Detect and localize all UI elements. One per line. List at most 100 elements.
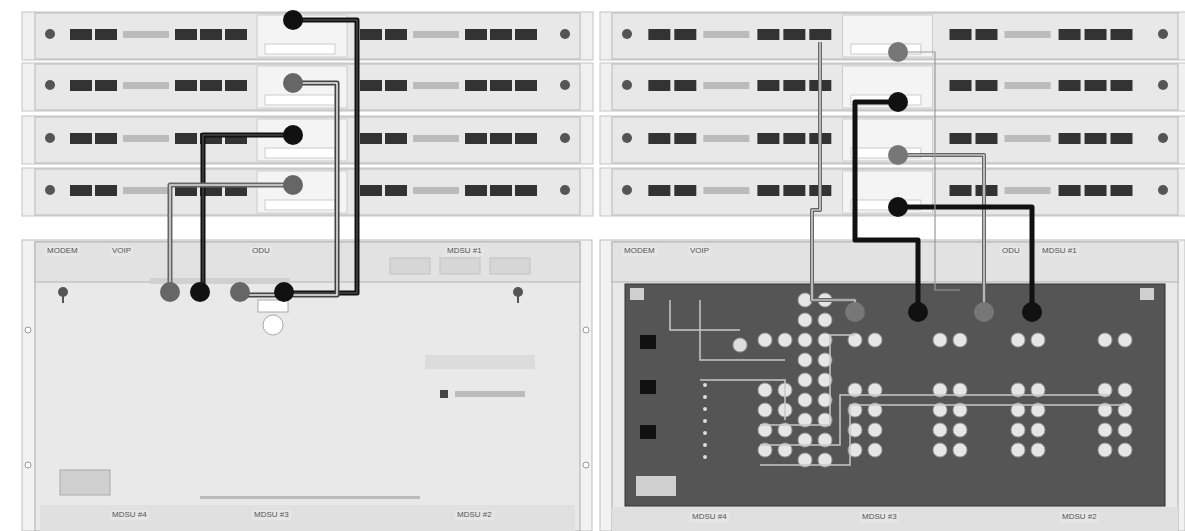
port: [1059, 133, 1081, 144]
slot: [1005, 31, 1051, 38]
bnc: [868, 333, 882, 347]
port: [385, 185, 407, 196]
port: [950, 29, 972, 40]
port: [360, 133, 382, 144]
panel-label: MDSU #4: [690, 512, 729, 522]
slot: [703, 187, 749, 194]
port: [70, 29, 92, 40]
port: [465, 29, 487, 40]
port: [515, 185, 537, 196]
bnc: [1118, 333, 1132, 347]
bnc: [1031, 333, 1045, 347]
knob: [622, 133, 632, 143]
bnc: [798, 333, 812, 347]
knob: [622, 185, 632, 195]
port: [385, 80, 407, 91]
port: [1085, 80, 1107, 91]
port: [648, 80, 670, 91]
display: [265, 44, 335, 54]
cables: [170, 20, 1032, 312]
port: [175, 29, 197, 40]
port: [490, 133, 512, 144]
bnc: [1118, 443, 1132, 457]
slot: [123, 31, 169, 38]
bnc: [1011, 443, 1025, 457]
bnc: [1098, 333, 1112, 347]
port: [975, 185, 997, 196]
led: [703, 419, 707, 423]
knob: [560, 185, 570, 195]
led: [703, 431, 707, 435]
port: [360, 80, 382, 91]
port: [515, 29, 537, 40]
display: [265, 95, 335, 105]
slot: [413, 31, 459, 38]
rack-unit: [35, 169, 580, 215]
slot: [703, 31, 749, 38]
port: [175, 133, 197, 144]
port: [95, 80, 117, 91]
bnc: [1031, 423, 1045, 437]
port: [648, 29, 670, 40]
port: [225, 80, 247, 91]
panel-label: MDSU #2: [455, 510, 494, 520]
port: [674, 29, 696, 40]
port: [175, 80, 197, 91]
bnc: [798, 293, 812, 307]
knob: [560, 80, 570, 90]
slot: [1005, 187, 1051, 194]
port: [515, 133, 537, 144]
port: [975, 29, 997, 40]
display: [265, 148, 335, 158]
rack-ear: [600, 168, 1185, 216]
port: [515, 80, 537, 91]
bnc: [798, 353, 812, 367]
port: [757, 133, 779, 144]
port: [95, 185, 117, 196]
port: [70, 80, 92, 91]
bnc: [798, 373, 812, 387]
knob: [622, 80, 632, 90]
panel-label: MDSU #3: [252, 510, 291, 520]
bnc: [868, 423, 882, 437]
rack-ear: [600, 63, 1185, 111]
panel-label: MODEM: [622, 246, 657, 256]
center-panel: [257, 119, 347, 161]
port: [225, 29, 247, 40]
rack-ear: [22, 168, 593, 216]
bnc: [798, 393, 812, 407]
port: [674, 133, 696, 144]
port: [950, 80, 972, 91]
port: [465, 185, 487, 196]
port: [783, 133, 805, 144]
bnc: [1011, 333, 1025, 347]
panel-label: ODU: [1000, 246, 1022, 256]
slot: [413, 135, 459, 142]
port: [809, 29, 831, 40]
bnc: [1118, 423, 1132, 437]
port: [950, 133, 972, 144]
slot: [413, 187, 459, 194]
panel-label: ODU: [250, 246, 272, 256]
port: [360, 185, 382, 196]
led: [703, 395, 707, 399]
panel-label: MODEM: [45, 246, 80, 256]
port: [385, 133, 407, 144]
bnc: [778, 333, 792, 347]
port: [385, 29, 407, 40]
knob: [1158, 29, 1168, 39]
port: [1085, 29, 1107, 40]
slot: [123, 82, 169, 89]
rack-ear: [22, 63, 593, 111]
port: [70, 185, 92, 196]
bnc: [933, 423, 947, 437]
bnc: [1098, 423, 1112, 437]
slot: [703, 82, 749, 89]
cable-plugs: [160, 10, 1042, 322]
center-panel: [257, 171, 347, 213]
slot: [123, 187, 169, 194]
slot: [1005, 135, 1051, 142]
slot: [413, 82, 459, 89]
panel-label: VOIP: [110, 246, 133, 256]
port: [1059, 80, 1081, 91]
